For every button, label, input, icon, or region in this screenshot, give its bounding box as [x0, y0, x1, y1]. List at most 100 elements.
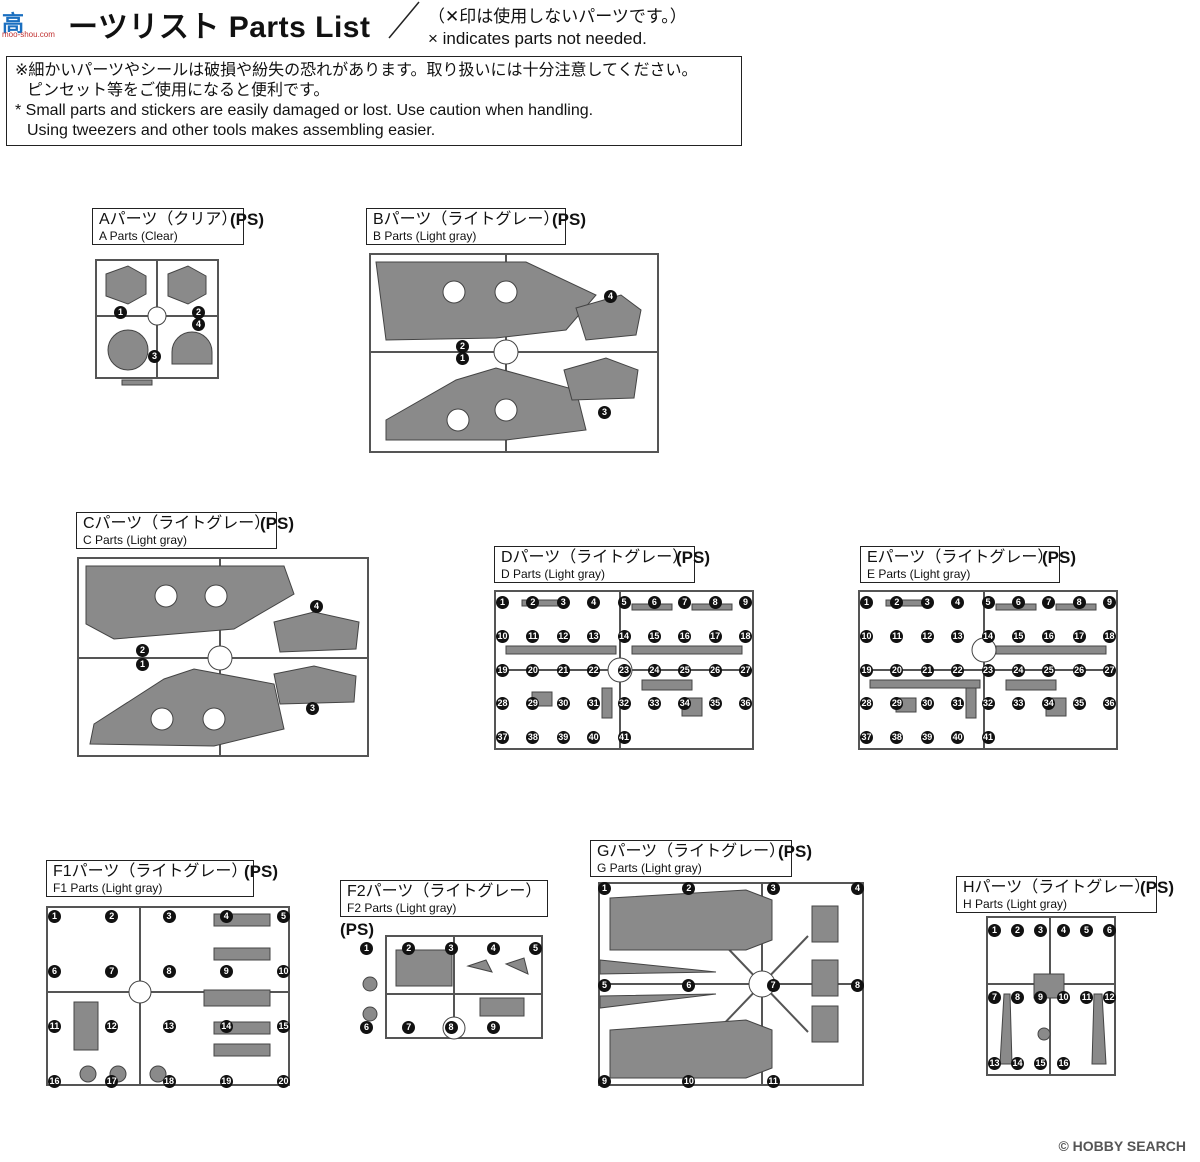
part-number: 25	[678, 663, 692, 677]
part-number: 1	[496, 596, 509, 609]
part-number: 32	[981, 697, 995, 711]
runner-label-en: D Parts (Light gray)	[501, 567, 606, 581]
divider-slash	[388, 1, 420, 39]
runner-g-sprue	[598, 882, 864, 1086]
runner-label-en: E Parts (Light gray)	[867, 567, 971, 581]
part-number: 7	[988, 990, 1001, 1004]
part-number: 1	[136, 658, 149, 671]
runner-label-en: H Parts (Light gray)	[963, 897, 1068, 911]
warning-en-1: * Small parts and stickers are easily da…	[15, 102, 594, 119]
part-number: 20	[526, 663, 540, 677]
part-number: 33	[647, 697, 661, 711]
part-number: 7	[678, 596, 692, 609]
part-number: 7	[105, 965, 119, 978]
part-number: 37	[860, 731, 873, 744]
part-number: 5	[277, 910, 290, 923]
part-number: 23	[981, 663, 995, 677]
part-number: 30	[920, 697, 934, 711]
runner-f2-sprue	[362, 935, 543, 1040]
part-number: 7	[1042, 596, 1056, 609]
warning-box: ※細かいパーツやシールは破損や紛失の恐れがあります。取り扱いには十分注意してくだ…	[6, 56, 742, 146]
part-number: 38	[890, 731, 904, 744]
part-number: 22	[587, 663, 601, 677]
part-number: 13	[162, 1020, 176, 1033]
runner-label-en: F1 Parts (Light gray)	[53, 881, 163, 895]
part-number: 10	[1057, 990, 1070, 1004]
runner-label-jp: F1パーツ（ライトグレー）	[53, 863, 248, 880]
part-number: 9	[1103, 596, 1116, 609]
part-number: 41	[981, 731, 995, 744]
part-number: 14	[981, 629, 995, 643]
runner-label-jp: Cパーツ（ライトグレー）	[83, 515, 271, 532]
part-number: 2	[526, 596, 540, 609]
part-number: 1	[48, 910, 61, 923]
part-number: 19	[860, 663, 873, 677]
part-number: 8	[444, 1021, 458, 1034]
part-number: 3	[598, 406, 611, 419]
part-number: 41	[617, 731, 631, 744]
part-number: 6	[1011, 596, 1025, 609]
runner-f2-label: F2パーツ（ライトグレー） F2 Parts (Light gray)	[340, 880, 549, 917]
part-number: 31	[951, 697, 965, 711]
part-number: 31	[587, 697, 601, 711]
runner-d-material: (PS)	[676, 548, 710, 567]
runner-label-jp: F2パーツ（ライトグレー）	[347, 883, 542, 900]
part-number: 3	[766, 882, 780, 895]
warning-en-2: Using tweezers and other tools makes ass…	[27, 122, 436, 139]
part-number: 24	[647, 663, 661, 677]
runner-label-jp: Dパーツ（ライトグレー）	[501, 549, 689, 566]
runner-label-jp: Bパーツ（ライトグレー）	[373, 211, 560, 228]
part-number: 14	[219, 1020, 233, 1033]
part-number: 14	[1011, 1057, 1024, 1070]
part-number: 3	[556, 596, 570, 609]
part-number: 11	[1080, 990, 1093, 1004]
part-number: 3	[162, 910, 176, 923]
part-number: 6	[48, 965, 61, 978]
part-number: 16	[1057, 1057, 1070, 1070]
part-number: 5	[598, 978, 611, 992]
runner-b-sprue	[369, 253, 659, 453]
part-number: 34	[678, 697, 692, 711]
part-number: 3	[148, 350, 161, 363]
part-number: 4	[604, 290, 617, 303]
header-note: （✕印は使用しないパーツです。） × indicates parts not n…	[428, 6, 687, 50]
part-number: 12	[1103, 990, 1116, 1004]
part-number: 8	[851, 978, 864, 992]
part-number: 10	[277, 965, 290, 978]
runner-label-jp: Hパーツ（ライトグレー）	[963, 879, 1151, 896]
part-number: 4	[587, 596, 601, 609]
runner-label-jp: Aパーツ（クリア）	[99, 211, 238, 228]
runner-label-jp: Gパーツ（ライトグレー）	[597, 843, 786, 860]
part-number: 17	[708, 629, 722, 643]
part-number: 2	[682, 882, 696, 895]
part-number: 11	[526, 629, 540, 643]
part-number: 39	[556, 731, 570, 744]
part-number: 14	[617, 629, 631, 643]
runner-a-sprue	[95, 259, 219, 386]
part-number: 19	[496, 663, 509, 677]
part-number: 10	[682, 1075, 696, 1088]
runner-e-label: Eパーツ（ライトグレー） E Parts (Light gray)	[860, 546, 1061, 583]
part-number: 27	[1103, 663, 1116, 677]
part-number: 28	[496, 697, 509, 711]
warning-jp-2: ピンセット等をご使用になると便利です。	[27, 82, 330, 99]
part-number: 28	[860, 697, 873, 711]
part-number: 13	[587, 629, 601, 643]
part-number: 18	[162, 1075, 176, 1088]
part-number: 4	[951, 596, 965, 609]
part-number: 23	[617, 663, 631, 677]
part-number: 17	[1072, 629, 1086, 643]
part-number: 32	[617, 697, 631, 711]
part-number: 3	[306, 702, 319, 715]
part-number: 17	[105, 1075, 119, 1088]
part-number: 6	[682, 978, 696, 992]
part-number: 6	[1103, 924, 1116, 937]
part-number: 12	[556, 629, 570, 643]
part-number: 8	[162, 965, 176, 978]
part-number: 16	[678, 629, 692, 643]
part-number: 26	[1072, 663, 1086, 677]
part-number: 7	[766, 978, 780, 992]
